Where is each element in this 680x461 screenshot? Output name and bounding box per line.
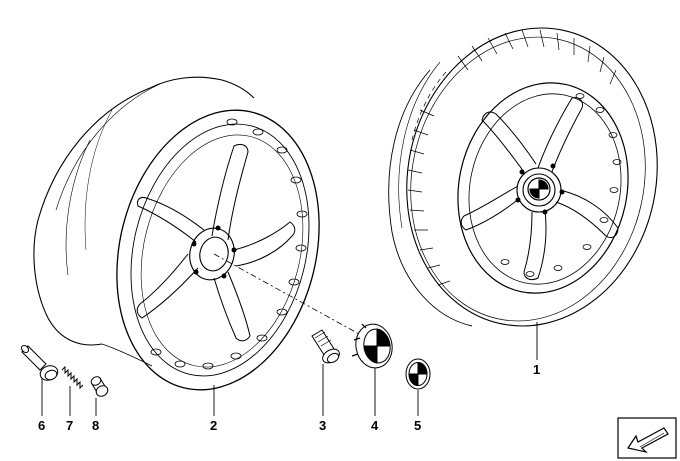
valve-cap: [90, 376, 109, 397]
valve-spring: [61, 365, 84, 390]
label-part-5: 5: [414, 418, 421, 433]
light-alloy-rim: [33, 76, 320, 391]
label-part-8: 8: [92, 418, 99, 433]
assembly-axis-line: [213, 253, 371, 341]
label-part-6: 6: [38, 418, 45, 433]
label-part-2: 2: [210, 418, 217, 433]
wheel-bolt: [311, 329, 340, 364]
label-part-7: 7: [66, 418, 73, 433]
label-part-3: 3: [319, 418, 326, 433]
hub-cap: [351, 323, 393, 369]
complete-wheel-with-tire: [388, 27, 658, 327]
emblem: [405, 358, 431, 390]
arrow-view-icon: [617, 417, 677, 459]
leader-lines: [41, 322, 538, 416]
label-part-1: 1: [533, 362, 540, 377]
valve: [20, 344, 59, 381]
label-part-4: 4: [371, 418, 379, 433]
